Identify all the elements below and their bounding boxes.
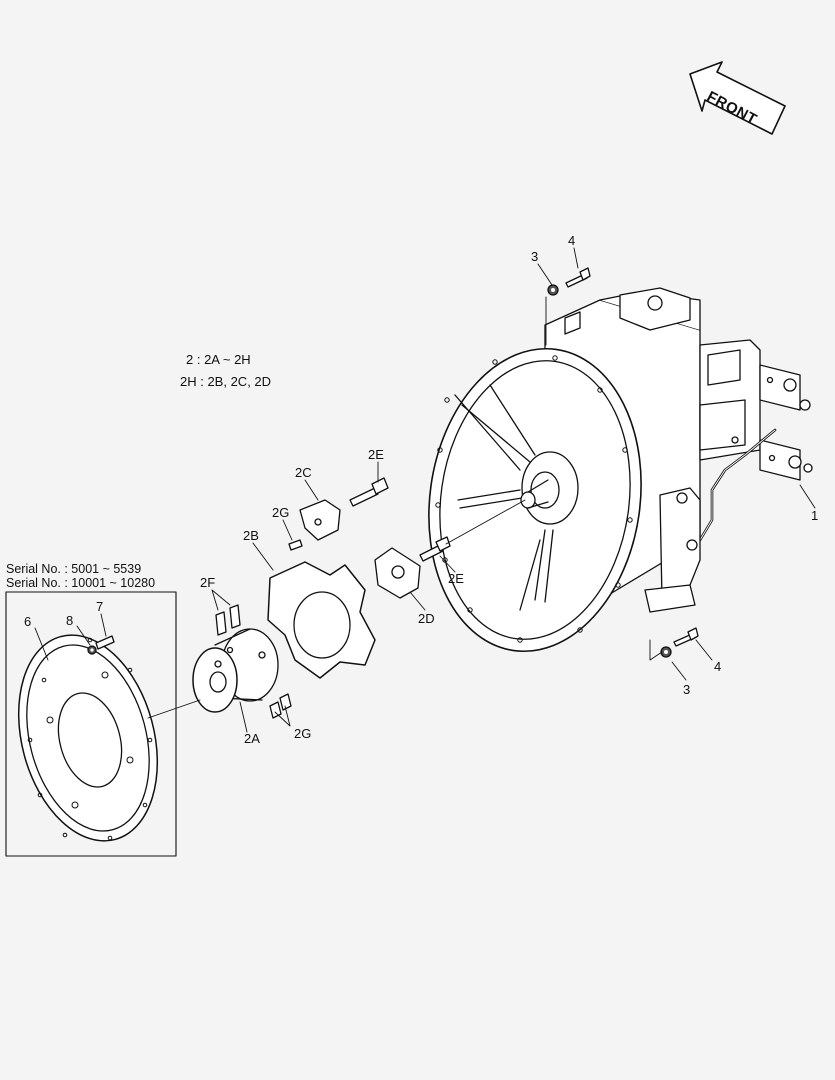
pin-2G-bottom bbox=[269, 693, 292, 719]
callout-2F: 2F bbox=[200, 575, 216, 590]
callout-6: 6 bbox=[24, 614, 32, 629]
setscrew-2F bbox=[215, 604, 241, 636]
coupling-hub-2A bbox=[192, 628, 279, 713]
callout-1: 1 bbox=[811, 508, 819, 523]
callout-2D: 2D bbox=[418, 611, 435, 626]
callout-3-top: 3 bbox=[531, 249, 539, 264]
bolt-4-bottom bbox=[673, 627, 699, 647]
callout-7: 7 bbox=[96, 599, 104, 614]
callout-8: 8 bbox=[66, 613, 74, 628]
washer-3-bottom bbox=[660, 646, 672, 658]
callout-4-top: 4 bbox=[568, 233, 576, 248]
callout-2C: 2C bbox=[295, 465, 312, 480]
front-arrow-icon bbox=[689, 61, 786, 135]
callout-2G-bottom: 2G bbox=[294, 726, 312, 741]
serial-line-2: Serial No. : 10001 ~ 10280 bbox=[6, 576, 156, 590]
callout-2A: 2A bbox=[244, 731, 260, 746]
note-line-2: 2H : 2B, 2C, 2D bbox=[180, 374, 272, 389]
washer-8 bbox=[87, 645, 97, 655]
bolt-7 bbox=[95, 635, 115, 650]
housing-bolt-holes bbox=[435, 355, 633, 643]
washer-3-top bbox=[547, 284, 559, 296]
serial-line-1: Serial No. : 5001 ~ 5539 bbox=[6, 562, 142, 576]
clamp-2D bbox=[374, 547, 421, 599]
callout-2E-top: 2E bbox=[368, 447, 384, 462]
serial-inset-frame bbox=[5, 591, 177, 857]
callout-2G-top: 2G bbox=[272, 505, 290, 520]
flywheel-plate-6 bbox=[17, 634, 159, 842]
bolt-2E-top bbox=[349, 477, 389, 507]
callout-4-bottom: 4 bbox=[714, 659, 722, 674]
callout-2B: 2B bbox=[243, 528, 259, 543]
coupling-element-2B bbox=[267, 561, 376, 679]
bolt-2E-bottom bbox=[419, 536, 451, 562]
pin-2G-top bbox=[288, 539, 303, 551]
flywheel-housing bbox=[428, 347, 642, 653]
leader-lines bbox=[34, 247, 816, 733]
callout-3-bottom: 3 bbox=[683, 682, 691, 697]
bolt-4-top bbox=[565, 267, 591, 288]
callout-2E-bottom: 2E bbox=[448, 571, 464, 586]
clamp-2C bbox=[299, 499, 341, 541]
note-line-1: 2 : 2A ~ 2H bbox=[186, 352, 251, 367]
